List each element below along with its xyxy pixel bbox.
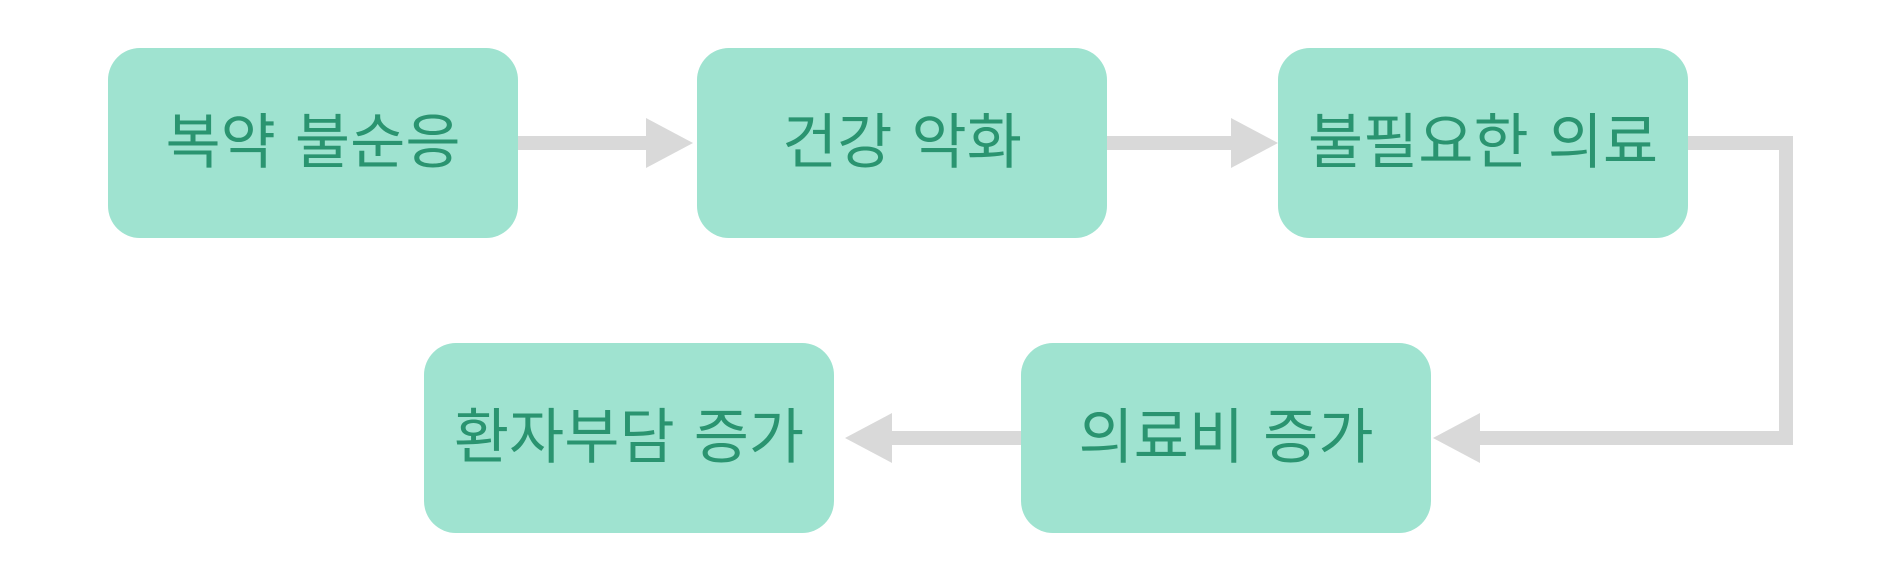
arrow-1-to-2 — [518, 118, 693, 168]
node-label: 건강 악화 — [782, 108, 1022, 178]
node-label: 환자부담 증가 — [453, 403, 805, 473]
arrow-3-to-4 — [1433, 136, 1793, 463]
node-label: 의료비 증가 — [1078, 403, 1374, 473]
arrow-4-to-5 — [845, 413, 1021, 463]
node-label: 복약 불순응 — [165, 108, 461, 178]
node-label: 불필요한 의료 — [1307, 108, 1659, 178]
node-health-deterioration: 건강 악화 — [697, 48, 1107, 238]
node-patient-burden-increase: 환자부담 증가 — [424, 343, 834, 533]
node-unnecessary-care: 불필요한 의료 — [1278, 48, 1688, 238]
node-medical-cost-increase: 의료비 증가 — [1021, 343, 1431, 533]
node-medication-nonadherence: 복약 불순응 — [108, 48, 518, 238]
arrow-2-to-3 — [1107, 118, 1278, 168]
